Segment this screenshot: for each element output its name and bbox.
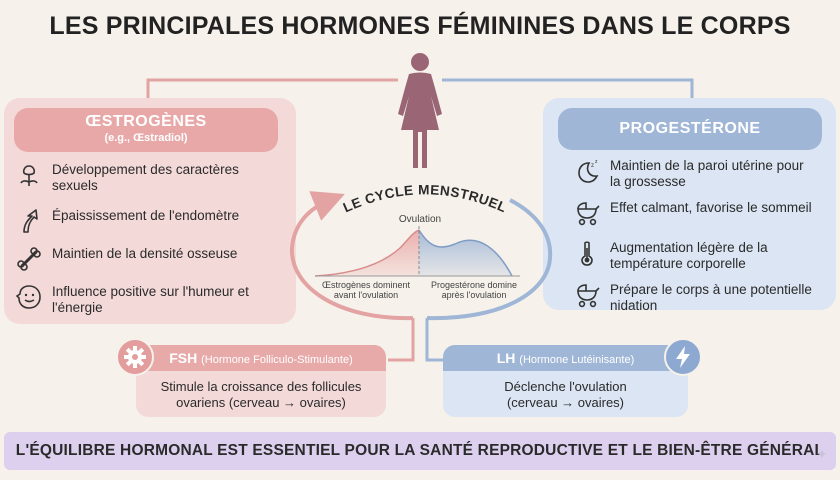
fsh-box: FSH (Hormone Folliculo-Stimulante) Stimu…	[136, 345, 386, 417]
progesterone-dominant-line2: après l'ovulation	[441, 290, 507, 300]
lh-header: LH (Hormone Lutéinisante)	[443, 345, 688, 371]
progesterone-title: PROGESTÉRONE	[619, 120, 761, 137]
progesterone-curve	[419, 230, 512, 276]
thermometer-icon	[581, 241, 593, 266]
connector-fsh-line	[388, 318, 415, 362]
smiley-icon	[16, 285, 41, 309]
connector-left-line	[146, 78, 398, 98]
estrogen-item: Développement des caractères sexuels	[16, 162, 272, 194]
fsh-line1: Stimule la croissance des follicules	[160, 379, 362, 394]
estrogen-item-text: Épaississement de l'endomètre	[52, 208, 240, 223]
lightning-icon	[676, 346, 690, 368]
connector-lh-line	[425, 318, 443, 362]
ovulation-label: Ovulation	[398, 214, 442, 225]
lh-badge	[664, 338, 702, 376]
bone-icon	[17, 247, 41, 271]
estrogen-item-text: Influence positive sur l'humeur et l'éne…	[52, 284, 249, 315]
arrow-up-icon	[23, 209, 38, 233]
estrogen-item: Influence positive sur l'humeur et l'éne…	[16, 284, 272, 316]
cycle-diagram	[289, 191, 553, 321]
flower-icon	[20, 165, 38, 186]
bottom-banner: L'ÉQUILIBRE HORMONAL EST ESSENTIEL POUR …	[4, 432, 836, 470]
lh-description: Déclenche l'ovulation (cerveau → ovaires…	[443, 379, 688, 411]
progesterone-dominant-label: Progestérone domine après l'ovulation	[422, 280, 526, 300]
lh-line2: (cerveau → ovaires)	[506, 395, 625, 410]
estrogen-item: Épaississement de l'endomètre	[16, 208, 272, 234]
estrogen-subtitle: (e.g., Œstradiol)	[104, 132, 188, 144]
estrogen-item-text: Développement des caractères sexuels	[52, 162, 239, 193]
progesterone-item: Prépare le corps à une potentielle nidat…	[574, 282, 815, 314]
estrogen-dominant-line2: avant l'ovulation	[333, 290, 399, 300]
page-title: LES PRINCIPALES HORMONES FÉMININES DANS …	[49, 12, 791, 40]
progesterone-header: PROGESTÉRONE	[558, 108, 822, 150]
progesterone-item-text: Augmentation légère de la température co…	[610, 240, 768, 271]
fsh-description: Stimule la croissance des follicules ova…	[136, 379, 386, 411]
gear-icon	[124, 346, 146, 368]
progesterone-item-text: Prépare le corps à une potentielle nidat…	[610, 282, 812, 313]
estrogen-curve	[315, 230, 419, 276]
progesterone-dominant-line1: Progestérone domine	[430, 280, 518, 290]
estrogen-item-text: Maintien de la densité osseuse	[52, 246, 238, 261]
fsh-badge	[116, 338, 154, 376]
estrogen-title: ŒSTROGÈNES	[85, 113, 207, 130]
lh-abbr: LH	[496, 350, 516, 366]
fsh-line2: ovariens (cerveau → ovaires)	[176, 395, 346, 410]
progesterone-item: z z Maintien de la paroi utérine pour la…	[574, 158, 815, 190]
estrogen-header: ŒSTROGÈNES (e.g., Œstradiol)	[14, 108, 278, 152]
lh-box: LH (Hormone Lutéinisante) Déclenche l'ov…	[443, 345, 688, 417]
stroller-icon	[577, 284, 600, 308]
fsh-fullname: (Hormone Folliculo-Stimulante)	[201, 354, 353, 366]
fsh-abbr: FSH	[169, 350, 198, 366]
progesterone-item-text: Effet calmant, favorise le sommeil	[610, 200, 812, 215]
sparkle-icon: ✦	[816, 446, 828, 462]
stroller-icon	[577, 202, 600, 226]
estrogen-dominant-label: Œstrogènes dominent avant l'ovulation	[316, 280, 416, 300]
svg-text:z: z	[591, 163, 594, 169]
cycle-title-text: LE CYCLE MENSTRUEL	[341, 182, 509, 215]
moon-sleep-icon: z z	[578, 159, 599, 183]
lh-line1: Déclenche l'ovulation	[504, 379, 627, 394]
cycle-arrow-right	[426, 198, 553, 321]
woman-silhouette-icon	[398, 53, 442, 168]
svg-text:LE CYCLE MENSTRUEL: LE CYCLE MENSTRUEL	[341, 182, 509, 215]
progesterone-item-text: Maintien de la paroi utérine pour la gro…	[610, 158, 804, 189]
cycle-arrow-left	[289, 191, 414, 321]
progesterone-item: Augmentation légère de la température co…	[574, 240, 815, 272]
estrogen-item: Maintien de la densité osseuse	[16, 246, 272, 272]
progesterone-item: Effet calmant, favorise le sommeil	[574, 200, 815, 226]
lh-fullname: (Hormone Lutéinisante)	[519, 354, 635, 366]
fsh-header: FSH (Hormone Folliculo-Stimulante)	[136, 345, 386, 371]
connector-right-line	[442, 78, 694, 98]
cycle-title: LE CYCLE MENSTRUEL	[341, 182, 509, 215]
estrogen-dominant-line1: Œstrogènes dominent	[321, 280, 411, 290]
svg-text:z: z	[595, 159, 598, 165]
